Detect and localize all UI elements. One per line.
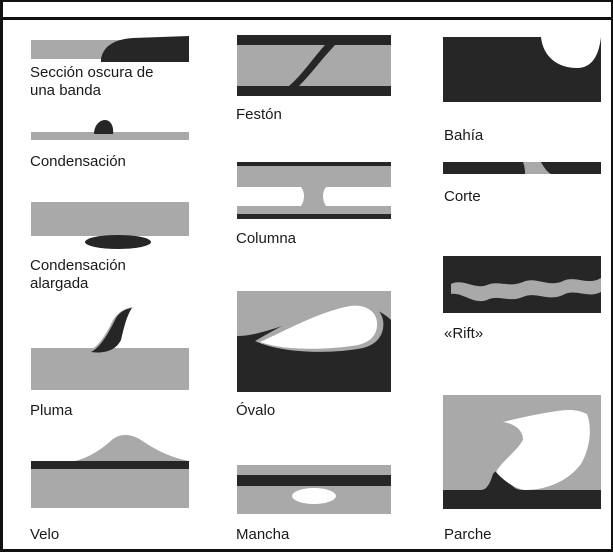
caption-bahia: Bahía <box>444 127 483 145</box>
caption-pluma: Pluma <box>30 402 73 420</box>
caption-parche: Parche <box>444 526 492 544</box>
caption-mancha: Mancha <box>236 526 289 544</box>
caption-feston: Festón <box>236 106 282 124</box>
caption-seccion-oscura: Sección oscura de una banda <box>30 64 153 100</box>
illustration-velo <box>31 435 189 508</box>
illustration-columna <box>237 162 391 219</box>
illustration-ovalo <box>237 291 391 392</box>
illustration-corte <box>443 162 601 174</box>
illustration-condensacion-alargada <box>31 202 189 249</box>
illustration-seccion-oscura <box>31 36 189 62</box>
illustration-mancha <box>237 465 391 514</box>
caption-rift: «Rift» <box>444 325 483 343</box>
caption-condensacion-alargada: Condensación alargada <box>30 257 126 293</box>
caption-ovalo: Óvalo <box>236 402 275 420</box>
illustration-pluma <box>31 307 189 390</box>
caption-velo: Velo <box>30 526 59 544</box>
illustration-bahia <box>443 37 601 102</box>
illustration-feston <box>237 35 391 96</box>
illustration-condensacion <box>31 120 189 140</box>
illustration-rift <box>443 256 601 313</box>
illustration-parche <box>443 395 601 509</box>
caption-corte: Corte <box>444 188 481 206</box>
caption-condensacion: Condensación <box>30 153 126 171</box>
caption-columna: Columna <box>236 230 296 248</box>
